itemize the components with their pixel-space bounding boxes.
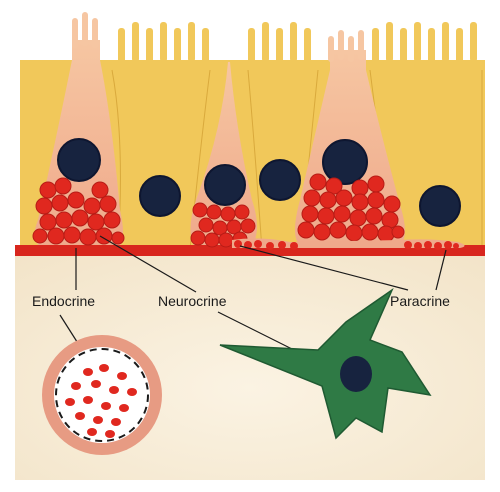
blood-vessel	[42, 335, 162, 455]
nerve-cell	[219, 287, 432, 440]
paracrine-process	[232, 238, 465, 250]
nuclei	[57, 138, 461, 227]
label-endocrine: Endocrine	[32, 293, 95, 309]
basement-membrane	[15, 245, 485, 256]
label-neurocrine: Neurocrine	[158, 293, 227, 309]
secretory-granules	[32, 173, 405, 248]
endocrine-cell-2	[190, 62, 257, 246]
label-paracrine: Paracrine	[390, 293, 450, 309]
